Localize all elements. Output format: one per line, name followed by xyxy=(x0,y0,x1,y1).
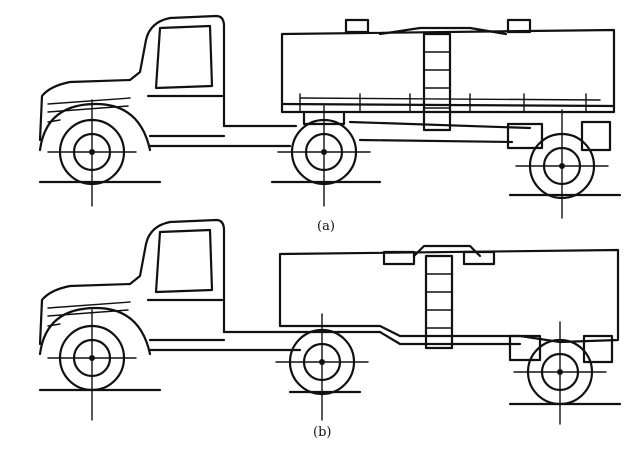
trailer-wheel xyxy=(513,321,607,425)
truck-cab xyxy=(38,218,226,346)
front-fender xyxy=(38,102,152,152)
tank-body xyxy=(280,18,616,132)
chassis-frame xyxy=(148,120,532,148)
caption-b: (b) xyxy=(313,425,332,440)
caption-a: (a) xyxy=(317,219,335,234)
truck-cab xyxy=(38,14,226,142)
tanker-truck-b xyxy=(38,218,622,425)
front-wheel xyxy=(47,309,137,421)
front-wheel xyxy=(47,99,137,207)
trailer-rear-box xyxy=(506,120,612,152)
trailer-wheel xyxy=(515,109,609,219)
front-fender xyxy=(38,306,152,356)
tractor-rear-wheel xyxy=(275,313,369,421)
tanker-truck-a xyxy=(38,14,622,219)
tractor-rear-wheel xyxy=(277,105,371,207)
